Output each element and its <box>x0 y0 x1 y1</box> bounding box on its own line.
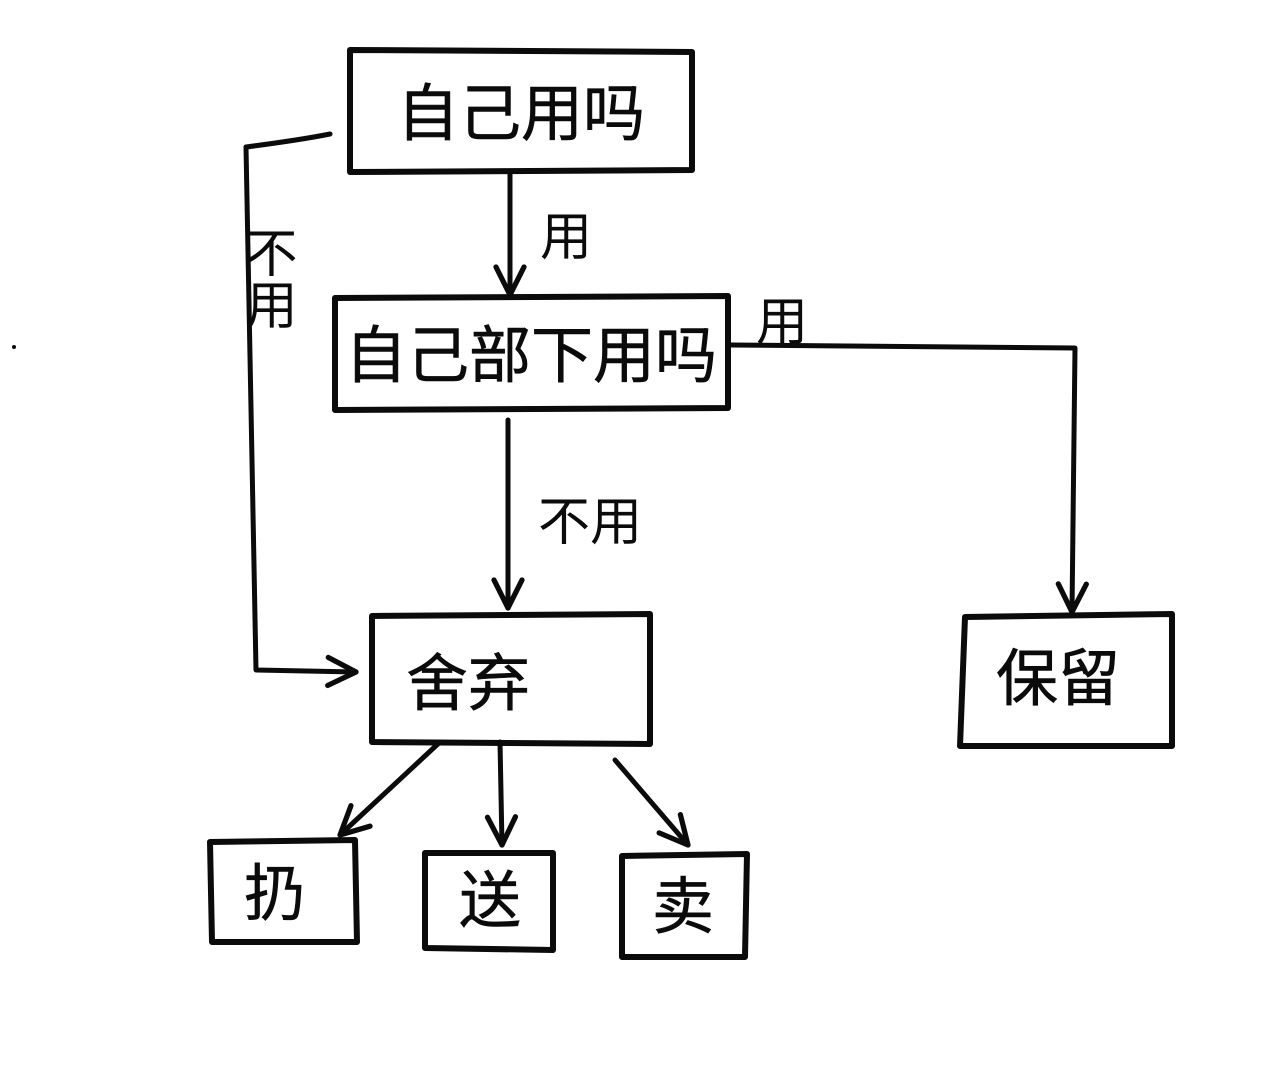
node-keep-label: 保留 <box>996 642 1120 715</box>
node-self-use: 自己用吗 <box>347 47 695 175</box>
node-give-label: 送 <box>459 864 521 937</box>
node-sell: 卖 <box>619 851 750 960</box>
node-throw: 扔 <box>207 837 360 945</box>
node-discard: 舍弃 <box>369 611 653 747</box>
edge-label-sub-no: 不用 <box>538 493 642 553</box>
node-give: 送 <box>422 850 556 953</box>
node-subordinate-use-label: 自己部下用吗 <box>345 319 717 392</box>
node-sell-label: 卖 <box>652 870 714 943</box>
edge-discard-to-sell <box>612 757 691 848</box>
node-keep: 保留 <box>957 611 1175 749</box>
edge-discard-to-throw <box>337 739 443 838</box>
edge-label-self-no: 不用 <box>236 226 296 330</box>
edge-discard-to-give <box>484 739 519 848</box>
ink-dot <box>12 345 16 349</box>
edge-label-self-yes: 用 <box>540 208 592 268</box>
edge-subordinate-to-keep <box>727 342 1089 615</box>
edge-label-sub-yes: 用 <box>756 293 808 353</box>
node-self-use-label: 自己用吗 <box>397 77 645 150</box>
node-discard-label: 舍弃 <box>406 647 530 720</box>
edge-self-to-discard <box>243 131 359 689</box>
node-subordinate-use: 自己部下用吗 <box>332 293 731 413</box>
node-throw-label: 扔 <box>244 857 306 930</box>
